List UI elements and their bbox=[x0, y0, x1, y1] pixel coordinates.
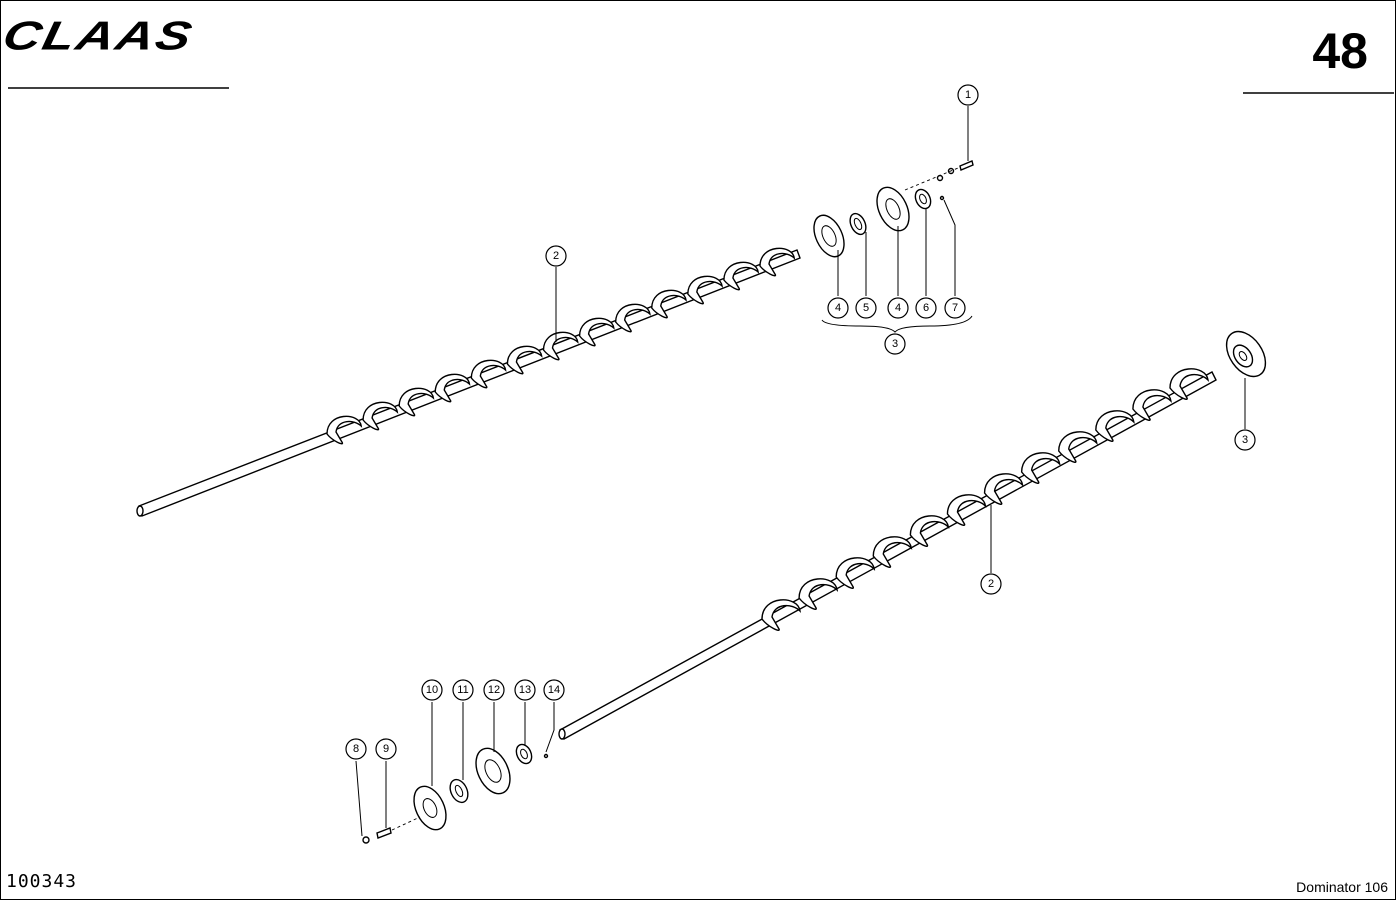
svg-text:3: 3 bbox=[892, 338, 898, 350]
auger-flight bbox=[578, 317, 615, 347]
auger-flight bbox=[761, 599, 801, 631]
auger-flight bbox=[651, 289, 687, 319]
svg-text:7: 7 bbox=[952, 302, 958, 314]
svg-text:5: 5 bbox=[863, 302, 869, 314]
callout-4-a: 4 bbox=[827, 297, 849, 319]
callout-5: 5 bbox=[855, 297, 877, 319]
auger-flight bbox=[687, 275, 723, 305]
upper-auger bbox=[136, 247, 801, 517]
auger-flight bbox=[326, 415, 363, 445]
callout-7: 7 bbox=[944, 297, 966, 319]
auger-flight bbox=[1095, 410, 1135, 442]
auger-flight bbox=[470, 359, 507, 389]
auger-flight bbox=[434, 373, 471, 403]
callout-13: 13 bbox=[514, 679, 536, 701]
svg-text:12: 12 bbox=[488, 684, 500, 696]
auger-flight bbox=[1020, 452, 1061, 484]
svg-text:8: 8 bbox=[353, 743, 359, 755]
callout-8: 8 bbox=[345, 738, 367, 760]
svg-text:6: 6 bbox=[923, 302, 929, 314]
svg-text:10: 10 bbox=[426, 684, 438, 696]
svg-text:1: 1 bbox=[965, 89, 971, 101]
lower-auger bbox=[558, 368, 1217, 740]
model-name: Dominator 106 bbox=[1296, 879, 1388, 895]
svg-text:4: 4 bbox=[895, 302, 901, 314]
callout-14: 14 bbox=[543, 679, 565, 701]
svg-text:3: 3 bbox=[1242, 434, 1248, 446]
callout-9: 9 bbox=[375, 738, 397, 760]
auger-flight bbox=[1132, 389, 1172, 421]
callout-1: 1 bbox=[957, 84, 979, 106]
callout-12: 12 bbox=[483, 679, 505, 701]
auger-flight bbox=[872, 536, 913, 568]
svg-text:2: 2 bbox=[553, 250, 559, 262]
auger-flight bbox=[723, 261, 760, 291]
svg-text:4: 4 bbox=[835, 302, 841, 314]
callout-4-b: 4 bbox=[887, 297, 909, 319]
right-bearing-flange bbox=[1225, 330, 1267, 378]
lower-bearing-assembly bbox=[362, 743, 549, 844]
auger-flight bbox=[759, 247, 796, 277]
callout-2-upper: 2 bbox=[545, 245, 567, 267]
upper-bearing-assembly bbox=[813, 160, 974, 258]
auger-flight bbox=[1169, 368, 1209, 400]
callout-3-right: 3 bbox=[1234, 429, 1256, 451]
drawing-number: 100343 bbox=[6, 871, 78, 892]
svg-text:9: 9 bbox=[383, 743, 389, 755]
callout-10: 10 bbox=[421, 679, 443, 701]
svg-text:13: 13 bbox=[519, 684, 531, 696]
auger-flight bbox=[1058, 431, 1098, 463]
auger-flight bbox=[398, 387, 435, 417]
auger-flight bbox=[983, 473, 1024, 505]
auger-flight bbox=[835, 557, 876, 589]
svg-text:14: 14 bbox=[548, 684, 560, 696]
callout-6: 6 bbox=[915, 297, 937, 319]
auger-flight bbox=[506, 345, 543, 375]
auger-flight bbox=[946, 494, 987, 526]
callout-3-upper: 3 bbox=[884, 333, 906, 355]
auger-flight bbox=[542, 331, 579, 361]
svg-text:11: 11 bbox=[457, 684, 468, 696]
auger-flight bbox=[614, 303, 651, 333]
callout-11: 11 bbox=[452, 679, 474, 701]
auger-flight bbox=[362, 401, 399, 431]
page-number: 48 bbox=[1312, 23, 1368, 79]
callout-2-lower: 2 bbox=[980, 573, 1002, 595]
auger-flight bbox=[909, 515, 950, 547]
svg-text:2: 2 bbox=[988, 578, 994, 590]
auger-flight bbox=[798, 578, 839, 610]
leader-lines bbox=[355, 106, 1246, 837]
